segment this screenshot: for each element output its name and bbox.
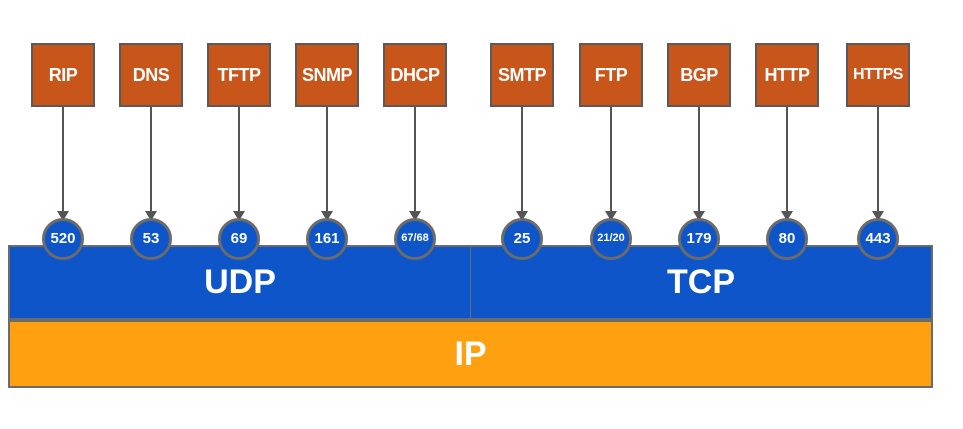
- arrow-dns: [145, 107, 157, 221]
- protocol-box-tftp: TFTP: [207, 43, 271, 107]
- arrow-snmp: [321, 107, 333, 221]
- port-badge-ftp: 21/ 20: [590, 218, 632, 260]
- port-badge-dhcp: 67/ 68: [394, 218, 436, 260]
- ip-layer: IP: [8, 320, 933, 388]
- port-badge-dns: 53: [130, 218, 172, 260]
- protocol-box-http: HTTP: [755, 43, 819, 107]
- port-badge-snmp: 161: [306, 218, 348, 260]
- port-badge-bgp: 179: [678, 218, 720, 260]
- port-badge-https: 443: [857, 218, 899, 260]
- arrow-tftp: [233, 107, 245, 221]
- protocol-box-ftp: FTP: [579, 43, 643, 107]
- port-badge-dhcp-line1: 67/: [401, 232, 417, 245]
- arrow-ftp: [605, 107, 617, 221]
- port-badge-http: 80: [766, 218, 808, 260]
- arrow-bgp: [693, 107, 705, 221]
- port-badge-rip: 520: [42, 218, 84, 260]
- protocol-box-dhcp: DHCP: [383, 43, 447, 107]
- protocol-box-bgp: BGP: [667, 43, 731, 107]
- protocol-box-smtp: SMTP: [490, 43, 554, 107]
- port-badge-ftp-line2: 20: [612, 232, 625, 245]
- port-badge-ftp-line1: 21/: [597, 232, 613, 245]
- arrow-rip: [57, 107, 69, 221]
- protocol-box-https: HTTPS: [846, 43, 910, 107]
- arrow-https: [872, 107, 884, 221]
- port-badge-tftp: 69: [218, 218, 260, 260]
- protocol-box-dns: DNS: [119, 43, 183, 107]
- protocol-box-rip: RIP: [31, 43, 95, 107]
- port-badge-dhcp-line2: 68: [416, 232, 429, 245]
- arrow-http: [781, 107, 793, 221]
- port-badge-smtp: 25: [501, 218, 543, 260]
- protocol-box-snmp: SNMP: [295, 43, 359, 107]
- arrow-smtp: [516, 107, 528, 221]
- arrow-dhcp: [409, 107, 421, 221]
